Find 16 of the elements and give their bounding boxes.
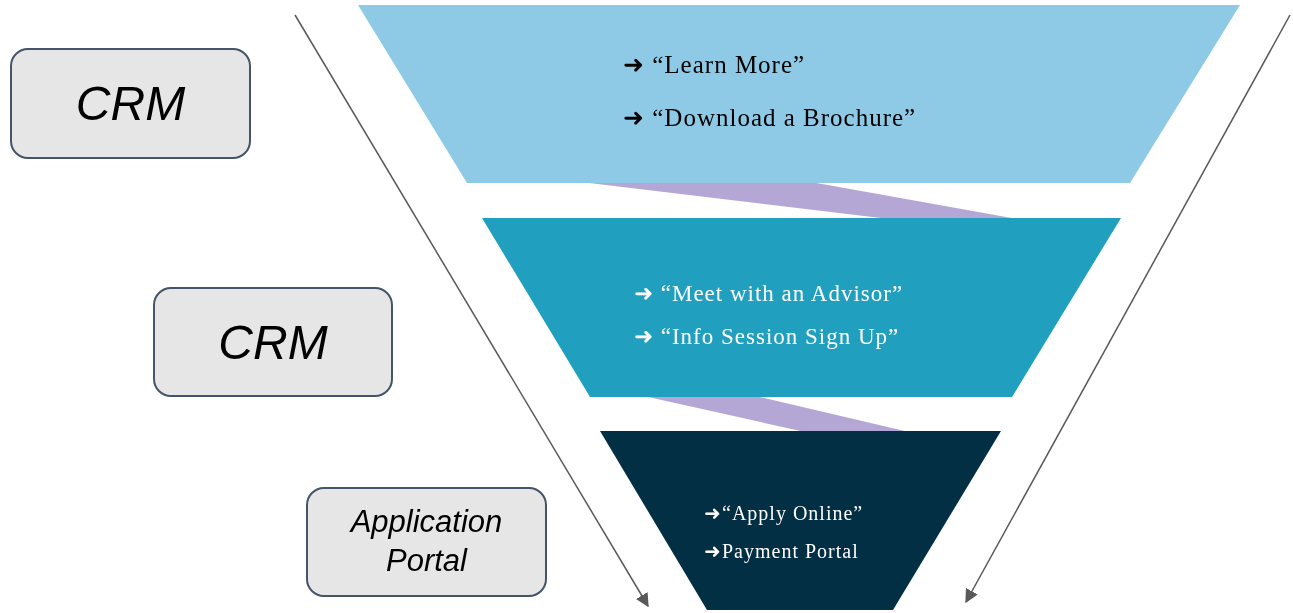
option-text: ➜“Apply Online” — [704, 501, 864, 525]
funnel-stage — [600, 431, 1001, 610]
option-text: ➜Payment Portal — [704, 539, 860, 563]
funnel-stage — [482, 218, 1121, 397]
system-box — [153, 287, 393, 397]
option-text: ➜ “Learn More” — [623, 50, 807, 79]
option-text: ➜ “Meet with an Advisor” — [634, 280, 904, 307]
system-name: CRM — [75, 76, 186, 131]
system-box — [10, 48, 251, 159]
system-name: CRM — [218, 314, 328, 370]
system-name: Application Portal — [348, 503, 504, 580]
system-box — [306, 487, 547, 597]
option-text: ➜ “Download a Brochure” — [623, 103, 917, 132]
connector-band — [648, 397, 905, 431]
funnel-stage — [358, 5, 1240, 183]
option-text: ➜ “Info Session Sign Up” — [634, 323, 901, 350]
